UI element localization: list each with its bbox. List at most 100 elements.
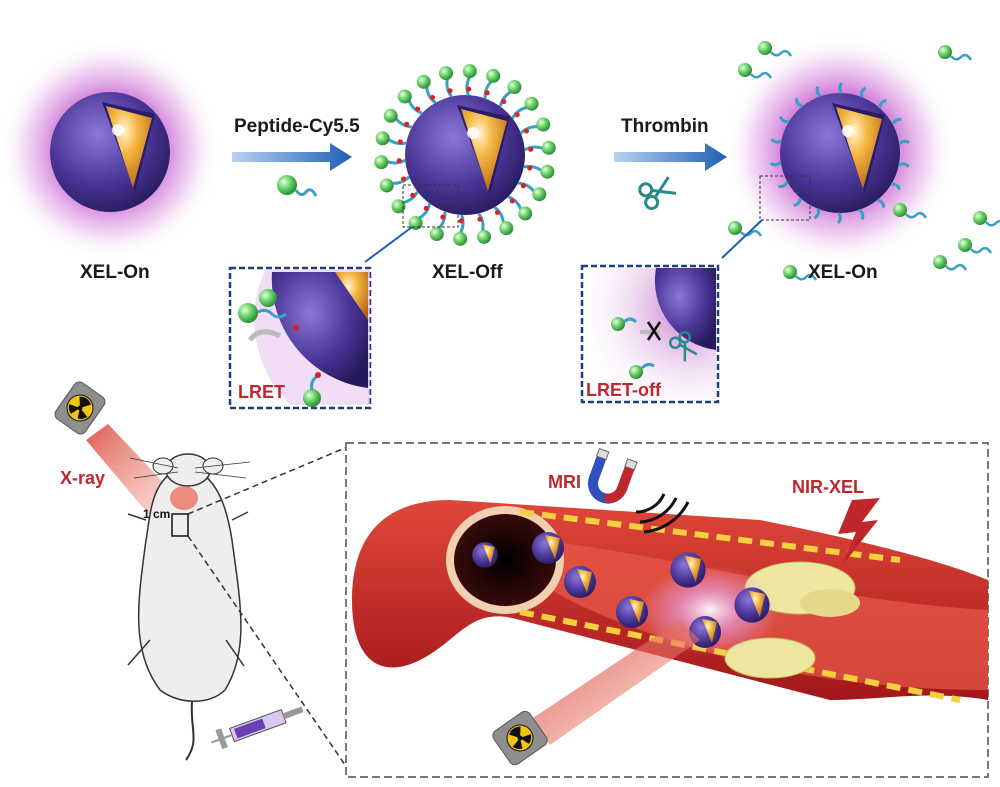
xel-off-dye <box>486 68 501 83</box>
label-xray: X-ray <box>60 468 105 488</box>
xel-off-linker <box>400 176 406 182</box>
xel-off-linker <box>430 95 436 101</box>
xel-off-peptide <box>483 80 493 99</box>
free-peptide <box>985 219 1000 227</box>
xel-on-peptide <box>794 98 804 108</box>
free-peptide <box>750 71 773 79</box>
free-peptide <box>950 53 973 61</box>
xel-on-peptide <box>876 198 886 208</box>
xel-off-peptide <box>425 86 437 104</box>
label-peptide-cy55: Peptide-Cy5.5 <box>234 116 360 137</box>
xel-on-peptide <box>770 160 782 167</box>
xel-on-peptide <box>898 139 910 146</box>
xray-source-bottom <box>492 710 548 766</box>
xel-off-peptide <box>523 164 543 172</box>
xel-off-peptide <box>519 125 538 135</box>
arrow-peptide <box>232 143 352 171</box>
xel-off-linker <box>415 106 421 112</box>
peptide-dye-icon <box>277 175 318 197</box>
xel-off-dye <box>507 80 522 95</box>
free-dye <box>973 211 987 225</box>
xel-off-dye <box>541 140 556 155</box>
xel-off-linker <box>447 88 453 94</box>
xel-off-linker <box>466 86 472 92</box>
xel-off-linker <box>396 158 402 164</box>
xel-off-peptide <box>387 138 407 146</box>
xel-off-dye <box>524 96 539 111</box>
label-mri: MRI <box>548 472 581 492</box>
nanoparticle-xel-off <box>374 64 556 246</box>
xel-off-dye <box>438 66 453 81</box>
arrow-thrombin <box>614 143 727 171</box>
free-dye <box>893 203 907 217</box>
free-peptide <box>905 211 928 219</box>
free-peptide <box>795 273 818 281</box>
xel-on-peptide <box>890 182 902 191</box>
xel-on-peptide <box>813 208 821 220</box>
inset-lret-off: LRET-off <box>580 264 720 404</box>
xel-off-dye <box>383 108 398 123</box>
xel-off-dye <box>462 64 477 79</box>
xel-off-linker <box>527 165 533 171</box>
xel-off-peptide <box>392 175 411 185</box>
nanoparticle-xel-on-right <box>725 35 1000 281</box>
xel-on-peptide <box>898 162 910 168</box>
free-dye <box>958 238 972 252</box>
xel-on-peptide <box>878 99 887 109</box>
xel-off-peptide <box>407 100 423 115</box>
xel-off-peptide <box>498 90 512 107</box>
xel-on-peptide <box>837 212 842 224</box>
label-xel-on-left: XEL-On <box>80 262 150 283</box>
mri-signal-waves <box>635 493 690 534</box>
xel-off-linker <box>514 112 520 118</box>
xel-off-dye <box>379 178 394 193</box>
free-dye <box>758 41 772 55</box>
label-xel-off: XEL-Off <box>432 262 503 283</box>
xel-off-dye <box>477 229 492 244</box>
xel-off-linker <box>423 205 429 211</box>
xel-on-peptide <box>770 138 782 144</box>
xel-off-peptide <box>418 203 432 220</box>
inset-lret: LRET <box>228 266 372 410</box>
xel-off-dye <box>540 164 555 179</box>
xel-on-peptide <box>778 115 790 124</box>
xel-off-peptide <box>465 76 471 96</box>
mouse-illustration <box>127 453 251 761</box>
xel-off-linker <box>524 128 530 134</box>
label-lret-off: LRET-off <box>586 380 662 400</box>
xel-on-peptide <box>793 197 802 207</box>
xel-off-peptide <box>493 206 505 224</box>
xel-off-linker <box>458 218 464 224</box>
xel-off-linker <box>528 146 534 152</box>
xel-off-dye <box>375 131 390 146</box>
xel-on-peptide <box>778 181 789 189</box>
magnet-icon <box>587 447 638 504</box>
syringe-icon <box>210 706 304 750</box>
free-peptide <box>770 49 793 57</box>
xel-off-peptide <box>402 190 419 205</box>
xel-off-peptide <box>524 145 544 152</box>
xel-off-dye <box>518 206 533 221</box>
xel-off-linker <box>509 198 515 204</box>
xel-on-peptide <box>838 82 843 94</box>
xel-off-dye <box>416 74 431 89</box>
free-dye <box>933 255 947 269</box>
label-thrombin: Thrombin <box>621 116 709 137</box>
free-peptide <box>740 229 763 237</box>
radiation-icon <box>509 726 532 749</box>
xel-off-linker <box>477 216 483 222</box>
label-xel-on-right: XEL-On <box>808 262 878 283</box>
xel-off-dye <box>429 227 444 242</box>
xel-off-linker <box>520 183 526 189</box>
free-dye <box>738 63 752 77</box>
xel-off-linker <box>494 209 500 215</box>
radiation-icon <box>68 396 91 419</box>
xel-off-dye <box>374 155 389 170</box>
xel-off-linker <box>440 214 446 220</box>
nanoparticle-xel-on-left <box>0 40 220 260</box>
label-lret: LRET <box>238 382 285 402</box>
xel-off-peptide <box>459 214 465 234</box>
xray-beam-vessel <box>530 620 700 745</box>
xel-off-peptide <box>445 78 453 98</box>
xel-off-dye <box>453 231 468 246</box>
